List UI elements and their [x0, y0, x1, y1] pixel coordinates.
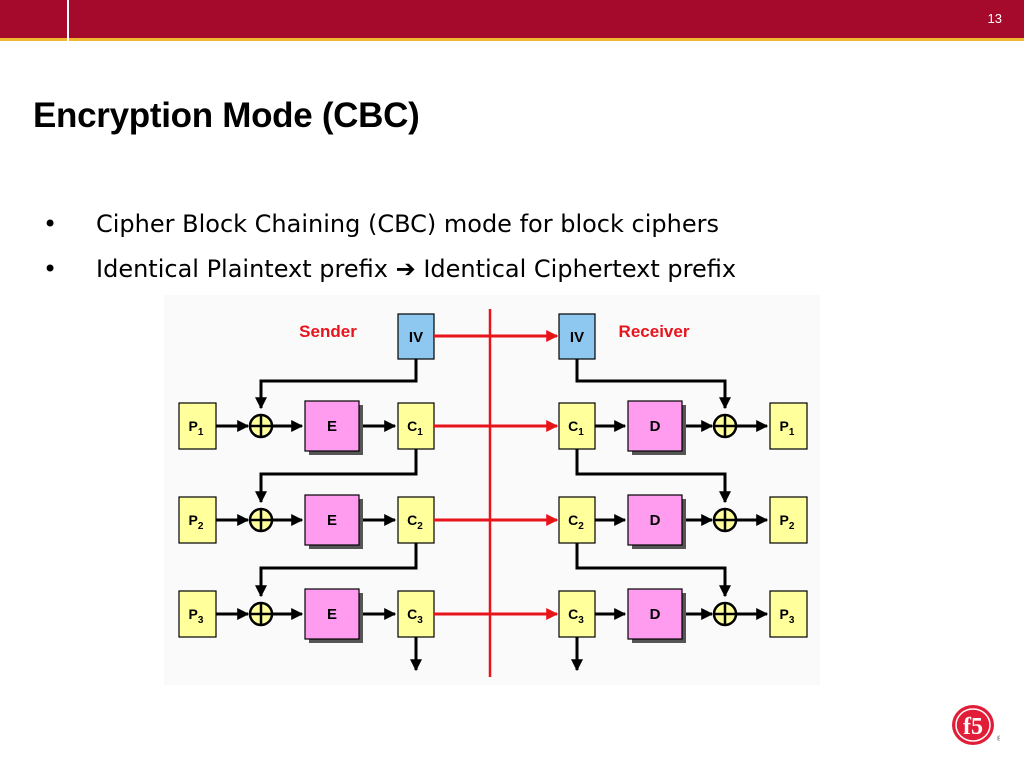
header-accent-line — [0, 38, 1024, 41]
encrypt-label: E — [327, 606, 337, 623]
iv-feed-sender — [255, 359, 418, 410]
encrypt-label: E — [327, 512, 337, 529]
bullet-text: Identical Plaintext prefix — [96, 255, 388, 283]
logo-text: f5 — [963, 714, 983, 740]
bullet-marker: • — [43, 210, 58, 238]
svg-text:®: ® — [997, 735, 1000, 743]
chain-feed-sender — [255, 449, 418, 504]
decrypt-label: D — [650, 606, 661, 623]
iv-label-sender: IV — [409, 329, 423, 346]
f5-logo: f5 ® — [952, 705, 1000, 745]
chain-feed-receiver — [575, 449, 731, 504]
decrypt-block — [627, 400, 683, 452]
iv-block-receiver — [558, 313, 596, 360]
sender-label: Sender — [299, 322, 357, 341]
chain-feed-sender — [255, 543, 418, 598]
iv-label-receiver: IV — [570, 329, 584, 346]
plaintext-block-sender — [178, 402, 217, 450]
plaintext-block-receiver — [769, 590, 808, 638]
header-divider — [67, 0, 69, 46]
bullet-text: Identical Ciphertext prefix — [423, 255, 737, 283]
bullet-text: Cipher Block Chaining (CBC) mode for blo… — [96, 210, 719, 238]
plaintext-block-sender — [178, 496, 217, 544]
plaintext-block-sender — [178, 590, 217, 638]
encrypt-block — [304, 400, 360, 452]
encrypt-label: E — [327, 418, 337, 435]
decrypt-label: D — [650, 512, 661, 529]
bullet-marker: • — [43, 255, 58, 283]
slide-title: Encryption Mode (CBC) — [33, 96, 420, 135]
encrypt-block — [304, 494, 360, 546]
bullet-list: • Cipher Block Chaining (CBC) mode for b… — [43, 205, 736, 295]
receiver-label: Receiver — [619, 322, 690, 341]
plaintext-block-receiver — [769, 496, 808, 544]
chain-feed-receiver — [575, 543, 731, 598]
slide-number: 13 — [987, 11, 1002, 26]
header-bar — [0, 0, 1024, 38]
decrypt-block — [627, 588, 683, 640]
bullet-item: • Cipher Block Chaining (CBC) mode for b… — [43, 205, 736, 250]
right-arrow-icon: ➔ — [395, 255, 416, 283]
decrypt-label: D — [650, 418, 661, 435]
iv-feed-receiver — [575, 359, 731, 410]
bullet-item: • Identical Plaintext prefix ➔ Identical… — [43, 250, 736, 295]
decrypt-block — [627, 494, 683, 546]
plaintext-block-receiver — [769, 402, 808, 450]
encrypt-block — [304, 588, 360, 640]
